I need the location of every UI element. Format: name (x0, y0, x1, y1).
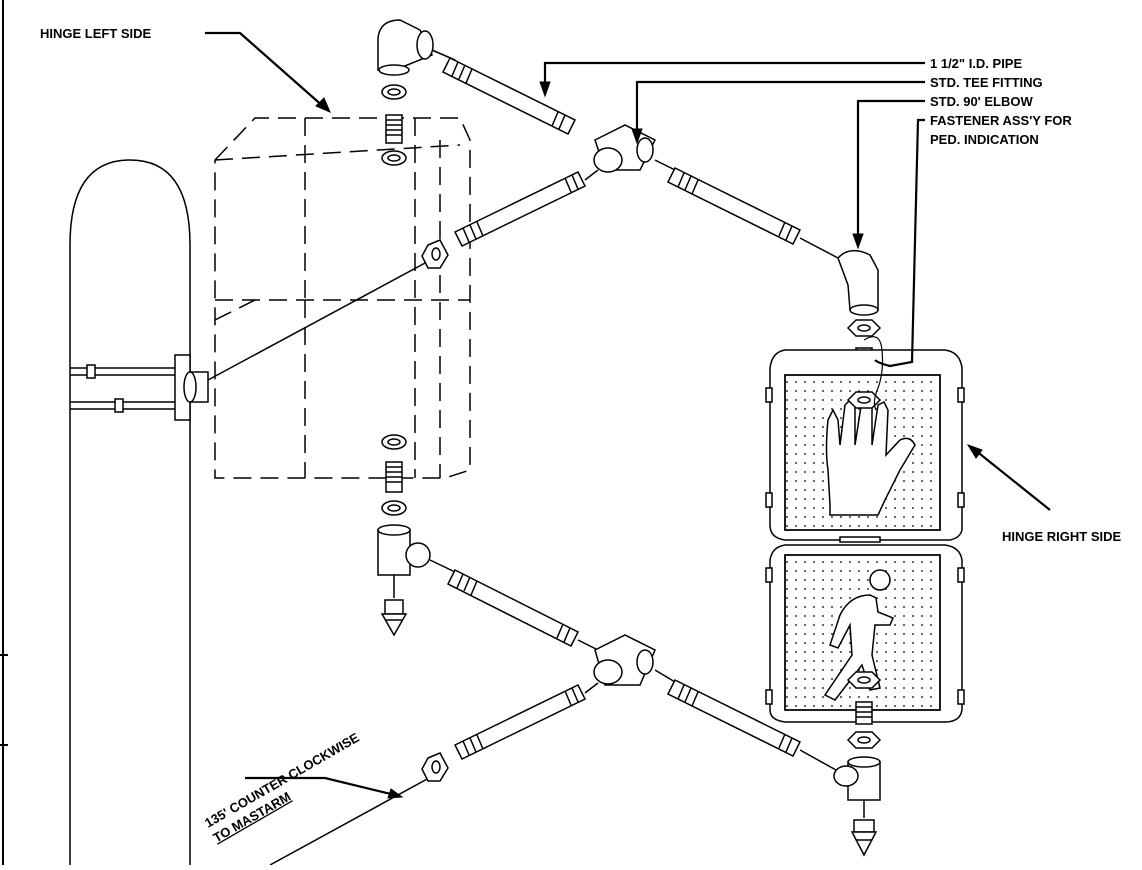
upper-left-elbow (377, 19, 434, 76)
lower-right-pipe (654, 669, 837, 771)
label-fastener-line1: FASTENER ASS'Y FOR (930, 113, 1072, 128)
arrowheads (315, 81, 983, 799)
upper-arm-pipe (207, 169, 599, 381)
upper-right-pipe (654, 159, 839, 259)
label-hinge-right: HINGE RIGHT SIDE (1002, 529, 1122, 544)
leader-lines (205, 31, 1051, 797)
right-elbow (837, 249, 879, 316)
walking-person-symbol (823, 569, 894, 701)
lower-left-tee (377, 524, 431, 637)
ped-bottom-nut (846, 671, 882, 749)
ped-signal-head (765, 349, 965, 723)
upper-tee (593, 124, 657, 173)
upper-pipe (431, 49, 577, 136)
ped-top-nut (846, 391, 882, 409)
label-fastener-line2: PED. INDICATION (930, 132, 1039, 147)
lower-tee (593, 634, 656, 686)
lower-pipe (429, 559, 599, 651)
rotation-note: 135' COUNTER CLOCKWISE TO MASTARM (202, 730, 362, 846)
label-elbow: STD. 90' ELBOW (930, 94, 1033, 109)
pole-clamp (70, 354, 209, 421)
label-hinge-left: HINGE LEFT SIDE (40, 26, 152, 41)
label-pipe: 1 1/2" I.D. PIPE (930, 56, 1022, 71)
fastener-wire (863, 336, 884, 411)
lower-left-nuts (381, 434, 407, 516)
upper-left-nuts (381, 84, 407, 166)
left-signal-head (214, 117, 471, 479)
pole (69, 159, 191, 865)
lower-arm-pipe (269, 682, 599, 866)
lower-right-tee (833, 756, 881, 857)
sheet-border (0, 0, 8, 865)
label-tee-fitting: STD. TEE FITTING (930, 75, 1043, 90)
